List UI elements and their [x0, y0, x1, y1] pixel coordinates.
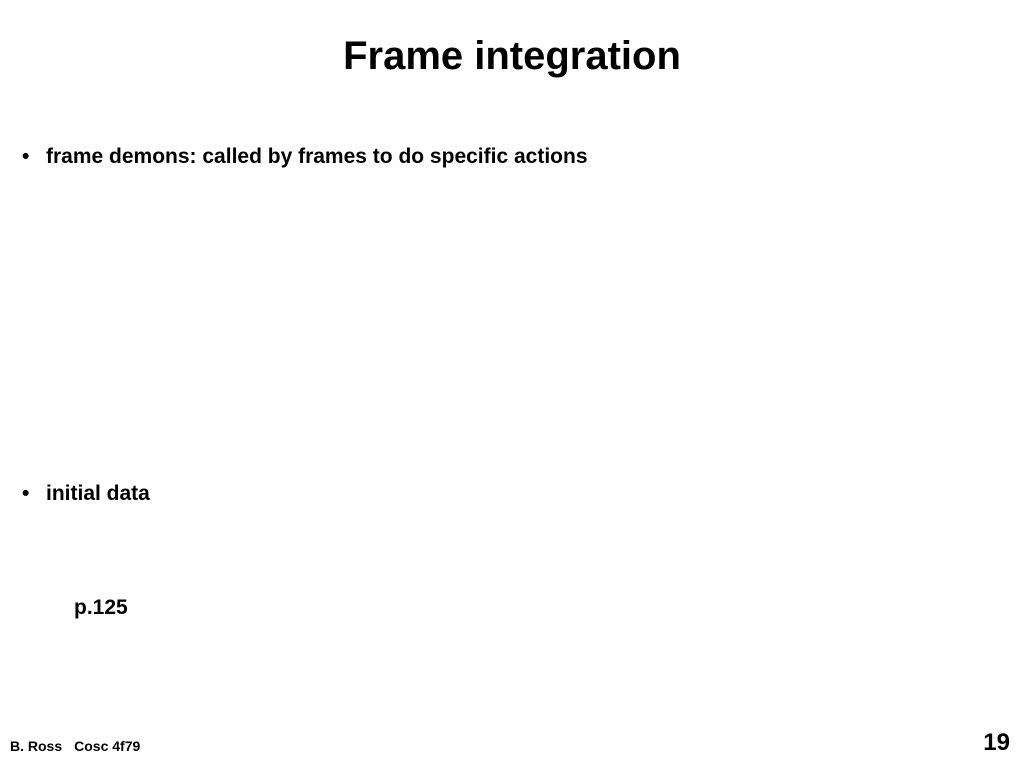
footer-credit: B. Ross Cosc 4f79	[10, 737, 140, 755]
bullet-marker: •	[22, 145, 30, 168]
slide-title: Frame integration	[343, 34, 681, 78]
footer-course: Cosc 4f79	[74, 738, 141, 754]
bullet-item-frame-demons: • frame demons: called by frames to do sp…	[22, 143, 588, 171]
page-number: 19	[983, 729, 1010, 756]
bullet-marker: •	[22, 482, 30, 505]
bullet-item-initial-data: • initial data	[22, 480, 150, 508]
footer-author: B. Ross	[10, 738, 63, 754]
bullet-text: initial data	[46, 482, 150, 505]
bullet-text: frame demons: called by frames to do spe…	[46, 145, 588, 168]
page-reference: p.125	[74, 596, 128, 619]
